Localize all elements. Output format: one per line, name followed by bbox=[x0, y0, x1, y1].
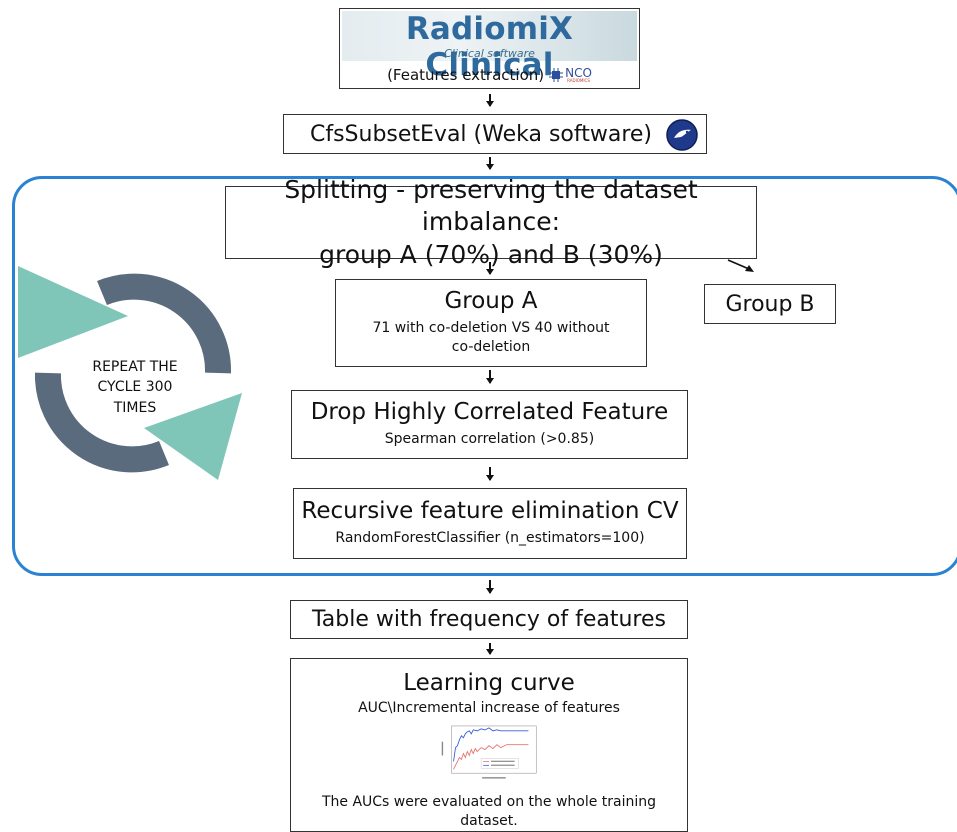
nco-logo: NCO RADIOMICS bbox=[549, 65, 592, 83]
radiomix-logo-title: RadiomiX Clinical bbox=[405, 11, 574, 83]
features-extraction-caption: (Features extraction) NCO RADIOMICS bbox=[340, 66, 639, 84]
repeat-cycle-line1: REPEAT THE bbox=[92, 359, 178, 375]
features-extraction-label: (Features extraction) bbox=[387, 66, 545, 84]
repeat-cycle-line3: TIMES bbox=[113, 399, 157, 416]
arrow-rfe-to-table bbox=[489, 580, 491, 593]
rfe-cv-box: Recursive feature elimination CV RandomF… bbox=[293, 488, 687, 559]
group-a-box: Group A 71 with co-deletion VS 40 withou… bbox=[335, 279, 647, 367]
nco-chip-icon bbox=[549, 67, 564, 82]
group-a-detail-line1: 71 with co-deletion VS 40 without bbox=[372, 319, 610, 336]
arrow-logo-to-cfs bbox=[489, 94, 491, 106]
nco-logo-subtext: RADIOMICS bbox=[567, 77, 590, 83]
weka-bird-icon bbox=[666, 119, 698, 151]
cfs-label: CfsSubsetEval (Weka software) bbox=[309, 121, 653, 147]
learning-curve-box: Learning curve AUC\Incremental increase … bbox=[290, 658, 688, 832]
learning-curve-subtitle: AUC\Incremental increase of features bbox=[358, 700, 620, 717]
arrow-table-to-learning-curve bbox=[489, 643, 491, 654]
repeat-cycle-icon bbox=[18, 266, 242, 480]
repeat-cycle-container bbox=[12, 176, 957, 576]
learning-curve-red-line bbox=[453, 744, 529, 770]
arrow-split-to-groupB bbox=[727, 259, 754, 272]
radiomix-logo-banner bbox=[342, 11, 637, 61]
splitting-line1: Splitting - preserving the dataset imbal… bbox=[284, 174, 698, 237]
feature-frequency-label: Table with frequency of features bbox=[312, 607, 666, 632]
cfs-subset-eval-box: CfsSubsetEval (Weka software) bbox=[283, 114, 707, 154]
rfe-detail: RandomForestClassifier (n_estimators=100… bbox=[335, 529, 645, 546]
arrow-split-to-groupA bbox=[489, 262, 491, 274]
arrow-cfs-to-split bbox=[489, 157, 491, 169]
group-b-title: Group B bbox=[725, 291, 815, 317]
radiomix-logo-subtitle: Clinical software bbox=[444, 47, 535, 60]
repeat-cycle-label: REPEAT THE CYCLE 300 TIMES bbox=[70, 357, 200, 418]
drop-correlated-box: Drop Highly Correlated Feature Spearman … bbox=[291, 390, 688, 459]
radiomix-logo-box: RadiomiX Clinical Clinical software (Fea… bbox=[339, 8, 640, 89]
group-a-title: Group A bbox=[444, 288, 538, 315]
drop-correlated-detail: Spearman correlation (>0.85) bbox=[384, 430, 595, 447]
learning-curve-thumbnail bbox=[437, 722, 541, 786]
feature-frequency-table-box: Table with frequency of features bbox=[290, 600, 688, 639]
group-a-detail-line2: co-deletion bbox=[451, 338, 531, 355]
learning-curve-blue-line bbox=[453, 727, 529, 762]
rfe-title: Recursive feature elimination CV bbox=[301, 498, 679, 525]
splitting-box: Splitting - preserving the dataset imbal… bbox=[225, 175, 757, 269]
drop-correlated-title: Drop Highly Correlated Feature bbox=[310, 399, 669, 426]
arrow-drop-to-rfe bbox=[489, 467, 491, 480]
splitting-line2: group A (70%) and B (30%) bbox=[319, 239, 663, 269]
group-b-box: Group B bbox=[704, 284, 836, 324]
learning-curve-note-line1: The AUCs were evaluated on the whole tra… bbox=[321, 794, 657, 811]
arrow-groupA-to-drop bbox=[489, 370, 491, 383]
learning-curve-title: Learning curve bbox=[403, 670, 575, 696]
learning-curve-note-line2: dataset. bbox=[460, 813, 518, 830]
nco-logo-text: NCO bbox=[565, 65, 592, 80]
repeat-cycle-line2: CYCLE 300 bbox=[97, 379, 173, 396]
